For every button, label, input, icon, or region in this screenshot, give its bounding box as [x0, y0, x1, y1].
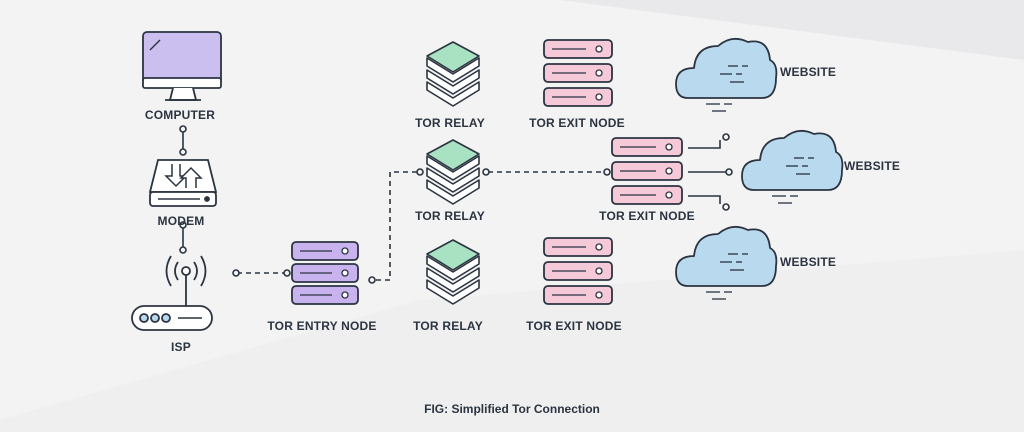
computer-label: COMPUTER	[144, 108, 216, 122]
relay-icon-bottom	[426, 239, 480, 305]
isp-router-icon	[131, 255, 213, 331]
exit-node-server-icon-bottom	[543, 237, 613, 305]
cloud-icon-middle	[741, 129, 844, 204]
entry-node-label: TOR ENTRY NODE	[267, 319, 377, 333]
website-label-bottom: WEBSITE	[780, 255, 837, 269]
exit-node-label-top: TOR EXIT NODE	[529, 116, 625, 130]
cloud-icon-bottom	[675, 225, 778, 300]
isp-label: ISP	[171, 340, 191, 354]
modem-label: MODEM	[157, 214, 205, 228]
relay-label-bottom: TOR RELAY	[413, 319, 483, 333]
exit-node-server-icon-middle	[611, 137, 683, 205]
computer-icon	[142, 31, 222, 101]
relay-label-middle: TOR RELAY	[415, 209, 485, 223]
background-shape	[560, 0, 1024, 60]
exit-node-server-icon-top	[543, 39, 613, 107]
exit-node-label-bottom: TOR EXIT NODE	[526, 319, 622, 333]
website-label-middle: WEBSITE	[844, 159, 901, 173]
website-label-top: WEBSITE	[780, 65, 837, 79]
figure-caption: FIG: Simplified Tor Connection	[424, 402, 600, 416]
relay-icon-top	[426, 41, 480, 107]
cloud-icon-top	[675, 37, 778, 112]
relay-icon-middle	[426, 139, 480, 205]
relay-label-top: TOR RELAY	[415, 116, 485, 130]
connection-dots	[179, 125, 733, 284]
modem-icon	[148, 159, 218, 207]
entry-node-server-icon	[291, 241, 359, 305]
exit-node-label-middle: TOR EXIT NODE	[599, 209, 695, 223]
background-shape-lower	[0, 250, 1024, 432]
